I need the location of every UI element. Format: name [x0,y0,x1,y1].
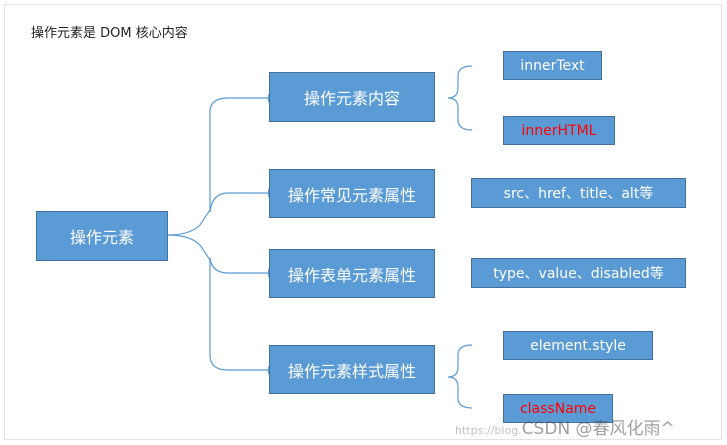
root-link-4 [167,234,268,371]
diagram-frame [4,4,722,440]
leaf-node-classname: className [503,394,613,423]
leaf-node-innerhtml: innerHTML [503,116,615,145]
csdn-watermark: https://blog.CSDN @春风化雨^ [455,414,675,439]
root-link-2 [209,192,268,213]
root-brace [167,97,268,236]
root-link-3 [209,257,268,274]
leaf-node-src-href-title-alt: src、href、title、alt等 [471,178,686,208]
leaf-node-element-style: element.style [503,331,653,360]
cat1-brace [447,65,473,131]
category-node-style-attrs: 操作元素样式属性 [269,345,435,394]
leaf-node-type-value-disabled: type、value、disabled等 [471,258,686,288]
watermark-url: https://blog. [455,424,522,437]
diagram-title: 操作元素是 DOM 核心内容 [31,26,188,41]
category-node-content: 操作元素内容 [269,72,435,122]
category-node-common-attrs: 操作常见元素属性 [269,169,435,218]
cat4-brace [447,344,473,409]
root-node: 操作元素 [36,211,168,261]
leaf-node-innertext: innerText [503,51,602,80]
category-node-form-attrs: 操作表单元素属性 [269,249,435,298]
watermark-text: CSDN @春风化雨^ [521,419,675,439]
